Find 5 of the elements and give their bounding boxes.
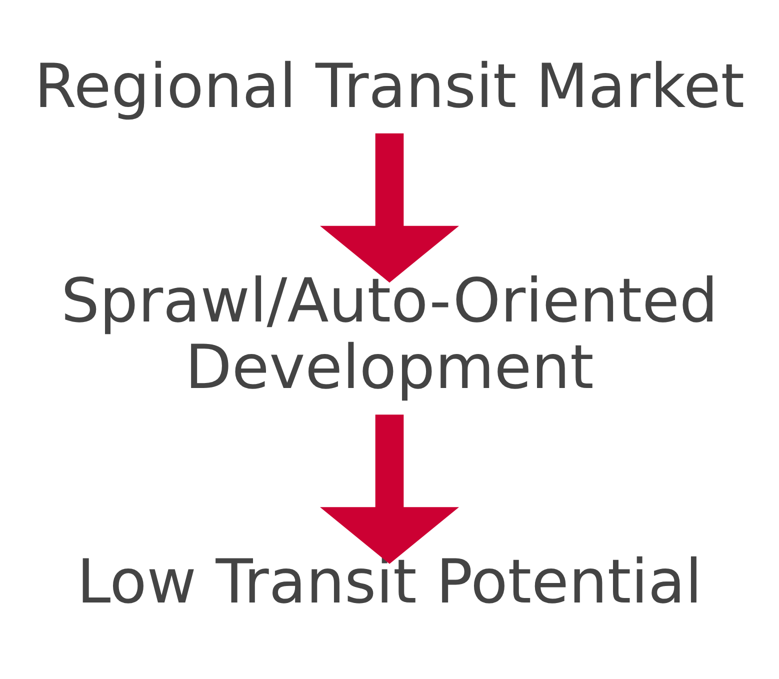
node-text: Regional Transit Market (34, 52, 745, 122)
arrow (320, 414, 459, 564)
node-text: Sprawl/Auto-Oriented Development (61, 266, 718, 404)
node-text: Low Transit Potential (76, 548, 702, 618)
arrow (320, 133, 459, 283)
